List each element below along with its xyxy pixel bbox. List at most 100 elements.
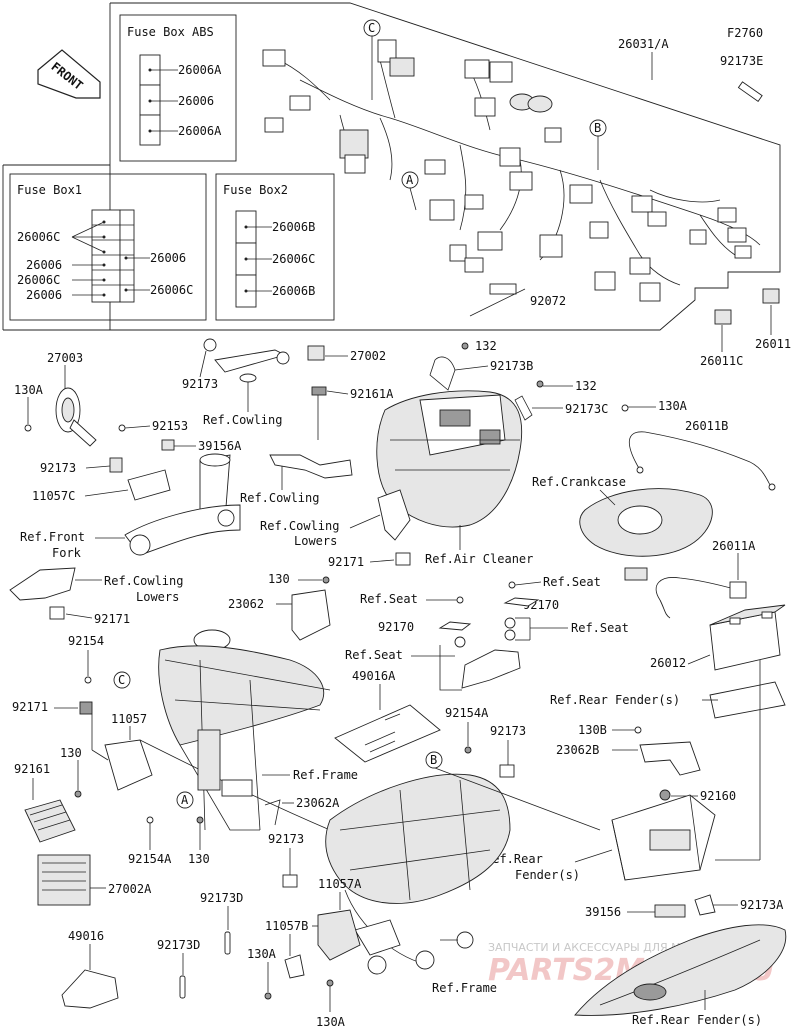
label-23062: 23062 <box>228 597 264 611</box>
seat-bracket <box>461 649 521 689</box>
bracket-11057c <box>127 469 171 501</box>
label-92161a: 92161A <box>350 387 394 401</box>
svg-text:A: A <box>181 793 189 807</box>
bracket-11057 <box>104 739 153 791</box>
fuse-box2-2: 26006C <box>272 252 315 266</box>
label-130a-2: 130A <box>658 399 688 413</box>
label-27002: 27002 <box>350 349 386 363</box>
label-11057a: 11057A <box>318 877 362 891</box>
air-cleaner <box>376 390 523 528</box>
fuse-abs-3: 26006A <box>178 124 222 138</box>
ref-seat-1: Ref.Seat <box>543 575 601 589</box>
ref-crankcase: Ref.Crankcase <box>532 475 626 489</box>
ref-cowling-2: Ref.Cowling <box>240 491 319 505</box>
label-92173d-2: 92173D <box>157 938 200 952</box>
ref-seat-3: Ref.Seat <box>571 621 629 635</box>
label-11057b: 11057B <box>265 919 308 933</box>
label-92171-3: 92171 <box>12 700 48 714</box>
label-132-1: 132 <box>475 339 497 353</box>
fuse-box2-3: 26006B <box>272 284 315 298</box>
label-92161: 92161 <box>14 762 50 776</box>
ref-rear-fender-3: Ref.Rear Fender(s) <box>632 1013 762 1027</box>
ref-air-cleaner: Ref.Air Cleaner <box>425 552 533 566</box>
label-92173c: 92173C <box>565 402 608 416</box>
label-26011: 26011 <box>755 337 791 351</box>
ref-frame-1: Ref.Frame <box>293 768 358 782</box>
callout-b-frame: B <box>425 751 443 769</box>
fuse-abs-2: 26006 <box>178 94 214 108</box>
rear-subframe <box>325 773 511 975</box>
label-132-2: 132 <box>575 379 597 393</box>
label-92154a-1: 92154A <box>128 852 172 866</box>
label-26031a: 26031/A <box>618 37 669 51</box>
label-92173b: 92173B <box>490 359 533 373</box>
label-49016a: 49016A <box>352 669 396 683</box>
label-sheet-49016a <box>334 704 441 763</box>
label-26011a: 26011A <box>712 539 756 553</box>
fuse-box1-right-1: 26006 <box>150 251 186 265</box>
ref-frame-2: Ref.Frame <box>432 981 497 995</box>
label-23062b: 23062B <box>556 743 599 757</box>
ref-cowling-lowers-1a: Ref.Cowling <box>104 574 183 588</box>
fuse-box-1: Fuse Box1 26006C 26006 26006C 26006 2600… <box>9 173 207 321</box>
label-92170-2: 92170 <box>378 620 414 634</box>
callout-b-top: B <box>589 119 607 137</box>
label-92153: 92153 <box>152 419 188 433</box>
front-arrow-icon: FRONT <box>37 49 101 99</box>
bracket-cowling <box>269 454 353 479</box>
fuse-box-2-title: Fuse Box2 <box>223 183 288 197</box>
ecu-pad-92161 <box>24 799 76 843</box>
ref-rear-fender-2b: Fender(s) <box>515 868 580 882</box>
label-11057c: 11057C <box>32 489 75 503</box>
ref-seat-2: Ref.Seat <box>360 592 418 606</box>
rear-fender-pad <box>709 681 786 719</box>
label-130a-3: 130A <box>247 947 277 961</box>
fuse-abs-1: 26006A <box>178 63 222 77</box>
label-49016: 49016 <box>68 929 104 943</box>
label-27002a: 27002A <box>108 882 152 896</box>
svg-text:A: A <box>406 173 414 187</box>
main-frame <box>139 629 331 831</box>
label-92171-2: 92171 <box>328 555 364 569</box>
label-39156: 39156 <box>585 905 621 919</box>
label-92154: 92154 <box>68 634 104 648</box>
label-130-3: 130 <box>188 852 210 866</box>
callout-a-top: A <box>401 171 419 189</box>
label-92173a: 92173A <box>740 898 784 912</box>
bracket-11057a <box>317 909 361 961</box>
fuse-box1-left-1: 26006C <box>17 230 60 244</box>
crankcase <box>579 488 713 557</box>
ecu-27002a <box>37 854 91 906</box>
label-130-2: 130 <box>60 746 82 760</box>
callout-a-frame: A <box>176 791 194 809</box>
label-130a-1: 130A <box>14 383 44 397</box>
rear-fender <box>574 924 787 1016</box>
label-92173-4: 92173 <box>490 724 526 738</box>
fuse-box1-right-2: 26006C <box>150 283 193 297</box>
ref-cowling-1: Ref.Cowling <box>203 413 282 427</box>
label-92154a-2: 92154A <box>445 706 489 720</box>
ref-cowling-lowers-2a: Ref.Cowling <box>260 519 339 533</box>
label-92173-3: 92173 <box>268 832 304 846</box>
label-92171-1: 92171 <box>94 612 130 626</box>
label-92173d-1: 92173D <box>200 891 243 905</box>
label-11057: 11057 <box>111 712 147 726</box>
label-27003: 27003 <box>47 351 83 365</box>
ref-cowling-lowers-2b: Lowers <box>294 534 337 548</box>
label-92160: 92160 <box>700 789 736 803</box>
label-sheet-49016 <box>61 969 119 1009</box>
main-wiring-harness <box>262 39 780 325</box>
fuse-box1-left-2: 26006 <box>26 258 62 272</box>
bracket-23062 <box>291 589 331 641</box>
svg-text:B: B <box>430 753 437 767</box>
ref-seat-4: Ref.Seat <box>345 648 403 662</box>
label-92072: 92072 <box>530 294 566 308</box>
ref-front-fork-2: Fork <box>52 546 82 560</box>
bracket-23062b <box>639 741 701 776</box>
label-26012: 26012 <box>650 656 686 670</box>
svg-text:C: C <box>368 21 375 35</box>
label-39156a: 39156A <box>198 439 242 453</box>
callout-c-frame: C <box>113 671 131 689</box>
fuse-box1-left-4: 26006 <box>26 288 62 302</box>
label-130a-4: 130A <box>316 1015 346 1029</box>
